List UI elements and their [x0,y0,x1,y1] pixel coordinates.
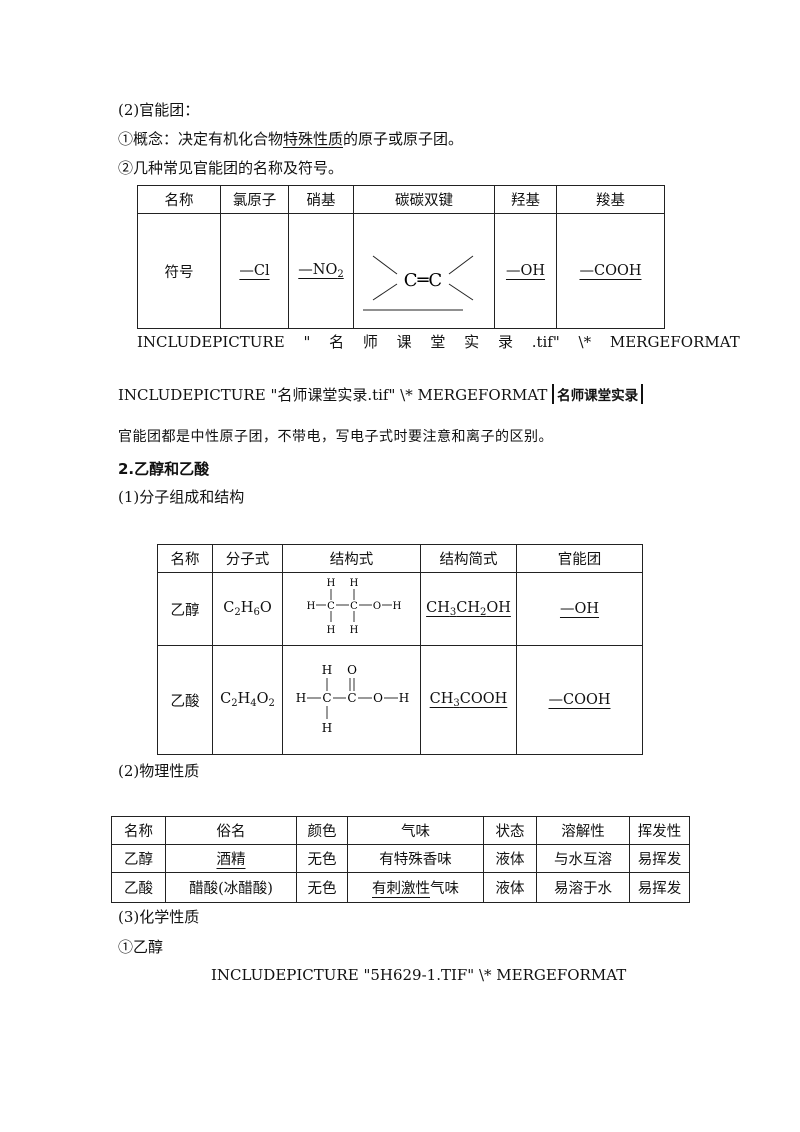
svg-text:H: H [296,691,306,705]
header-carboxyl: 羧基 [556,185,665,214]
symbol-nitro: —NO2 [288,213,354,329]
note-text: 官能团都是中性原子团，不带电，写电子式时要注意和离子的区别。 [118,429,553,445]
ethanol-structure: H H H C C O H H H [282,572,421,646]
svg-text:H: H [322,721,332,735]
ethanol-condensed: CH3CH2OH [420,572,517,646]
table-row: 乙醇 酒精 无色 有特殊香味 液体 与水互溶 易挥发 [111,844,690,873]
functional-group-table: 名称 氯原子 硝基 碳碳双键 羟基 羧基 符号 —Cl —NO2 C═C —OH… [137,185,665,329]
header-name: 名称 [157,544,213,573]
phys-header-alias: 俗名 [165,816,297,845]
concept-prefix: ①概念：决定有机化合物 [118,130,284,148]
header-chlorine: 氯原子 [220,185,289,214]
svg-text:H: H [327,625,336,636]
section-heading: (2)官能团： [118,101,200,119]
header-double-bond: 碳碳双键 [353,185,495,214]
structure-table: 名称 分子式 结构式 结构简式 官能团 乙醇 C2H6O H H H C C O… [157,544,643,755]
svg-text:C: C [327,601,335,612]
table-row: 乙酸 C2H4O2 H O H C C O H H CH3COO [157,645,643,755]
double-bond-label: C═C [404,270,442,291]
include-picture-3: INCLUDEPICTURE "5H629-1.TIF" \* MERGEFOR… [211,966,627,984]
acetic-acid-formula: C2H4O2 [212,645,283,755]
symbol-hydroxyl: —OH [494,213,557,329]
svg-text:C: C [322,691,331,705]
acetic-acid-structure: H O H C C O H H [282,645,421,755]
acetic-acid-name: 乙酸 [157,645,213,755]
concept-line: ①概念：决定有机化合物特殊性质的原子或原子团。 [118,128,463,149]
phys-header-solubility: 溶解性 [536,816,630,845]
svg-text:H: H [350,578,359,589]
symbol-double-bond: C═C [353,213,495,329]
ethanol-formula: C2H6O [212,572,283,646]
svg-text:O: O [373,601,381,612]
header-group: 官能团 [516,544,643,573]
concept-suffix: 的原子或原子团。 [343,130,464,148]
section-2-heading: 2.乙醇和乙酸 [118,460,210,478]
ethanol-group: —OH [516,572,643,646]
header-structural: 结构式 [282,544,421,573]
header-hydroxyl: 羟基 [494,185,557,214]
double-bond-diagram: C═C [363,255,474,311]
acetic-acid-group: —COOH [516,645,643,755]
svg-text:H: H [393,601,402,612]
row-label-name: 名称 [137,185,221,214]
table-row: 乙酸 醋酸(冰醋酸) 无色 有刺激性气味 液体 易溶于水 易挥发 [111,872,690,903]
acetic-acid-structure-diagram: H O H C C O H H [296,663,409,735]
svg-text:H: H [327,578,336,589]
phys-header-name: 名称 [111,816,166,845]
svg-text:C: C [350,601,358,612]
svg-text:O: O [347,663,357,677]
symbol-chlorine: —Cl [220,213,289,329]
acetic-acid-condensed: CH3COOH [420,645,517,755]
ethanol-name: 乙醇 [157,572,213,646]
subsection-physical: (2)物理性质 [118,762,200,780]
teacher-record-badge: 名师课堂实录 [552,384,644,404]
phys-header-color: 颜色 [296,816,348,845]
svg-text:O: O [373,691,383,705]
subsection-ethanol: ①乙醇 [118,938,164,956]
symbol-carboxyl: —COOH [556,213,665,329]
concept-underlined: 特殊性质 [283,130,344,148]
subsection-structure: (1)分子组成和结构 [118,488,245,506]
list-intro: ②几种常见官能团的名称及符号。 [118,159,344,177]
subsection-chemical: (3)化学性质 [118,908,200,926]
row-label-symbol: 符号 [137,213,221,329]
svg-text:C: C [347,691,356,705]
svg-text:H: H [350,625,359,636]
header-condensed: 结构简式 [420,544,517,573]
table-row: 乙醇 C2H6O H H H C C O H H H [157,572,643,646]
header-formula: 分子式 [212,544,283,573]
header-nitro: 硝基 [288,185,354,214]
ethanol-structure-diagram: H H H C C O H H H [307,578,402,636]
phys-header-volatility: 挥发性 [629,816,690,845]
phys-header-odor: 气味 [347,816,484,845]
include-picture-1: INCLUDEPICTURE " 名 师 课 堂 实 录 .tif" \* ME… [137,333,740,351]
physical-properties-table: 名称 俗名 颜色 气味 状态 溶解性 挥发性 乙醇 酒精 无色 有特殊香味 液体… [111,816,690,903]
svg-text:H: H [322,663,332,677]
svg-text:H: H [399,691,409,705]
svg-text:H: H [307,601,316,612]
include-picture-2: INCLUDEPICTURE "名师课堂实录.tif" \* MERGEFORM… [118,384,644,405]
phys-header-state: 状态 [483,816,537,845]
